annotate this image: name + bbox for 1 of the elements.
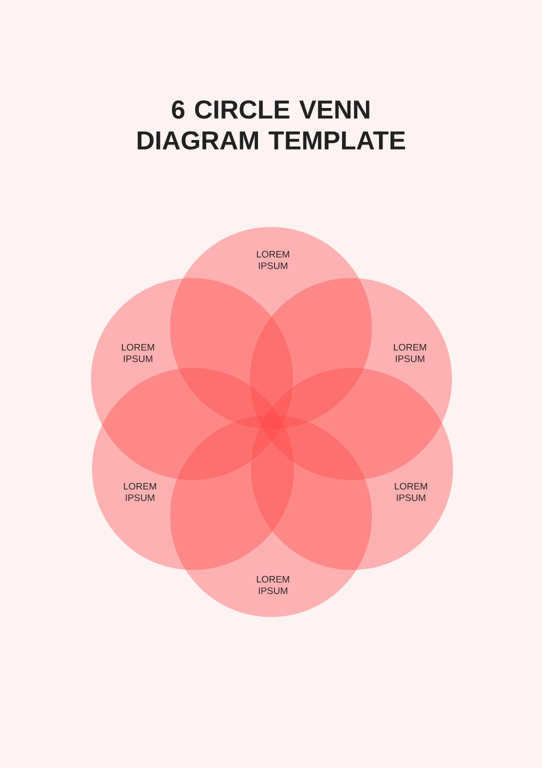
title: 6 CIRCLE VENN DIAGRAM TEMPLATE — [138, 100, 406, 150]
